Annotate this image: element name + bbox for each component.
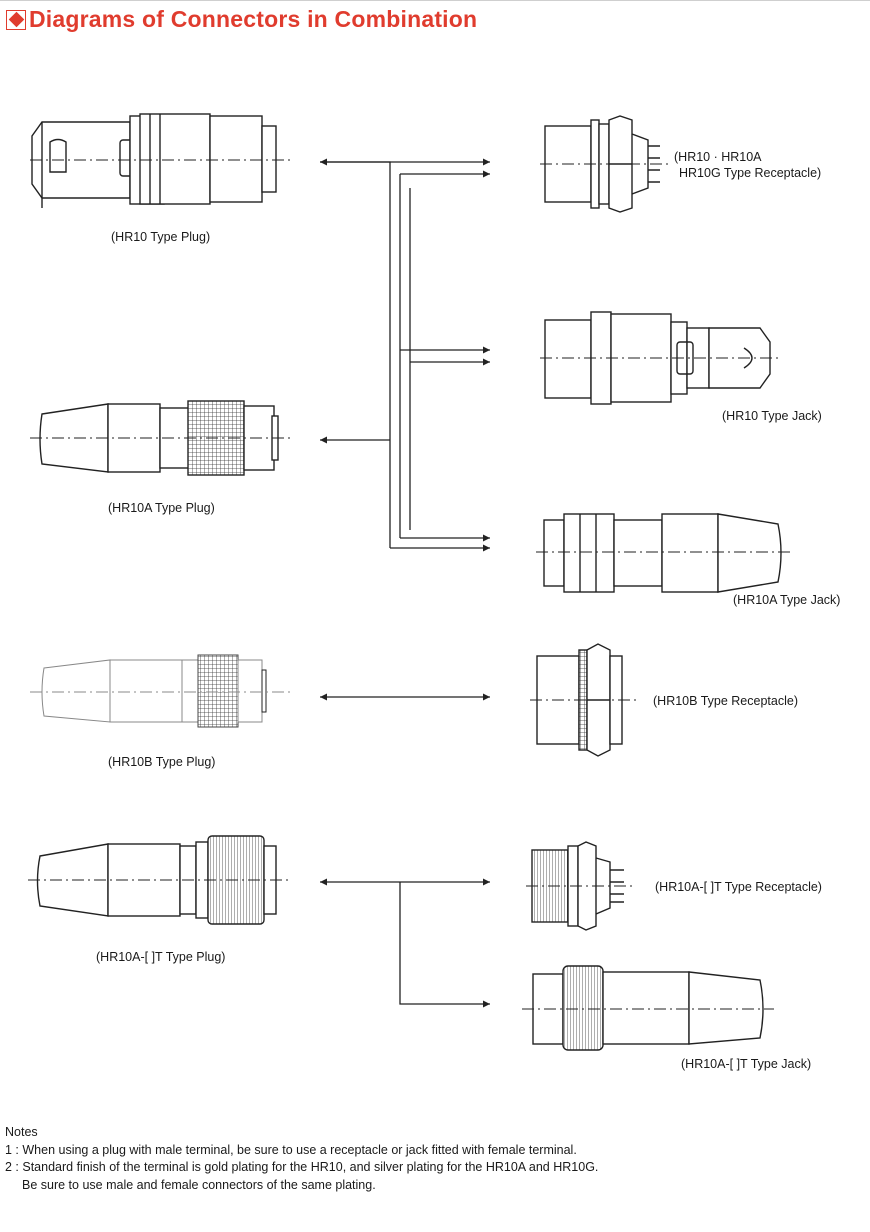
hr10at-jack-arrow xyxy=(399,882,490,1008)
hr10a-plug-label: (HR10A Type Plug) xyxy=(108,501,215,515)
top-border xyxy=(0,0,870,1)
diamond-bullet-icon xyxy=(6,9,26,30)
hr10b-plug-label: (HR10B Type Plug) xyxy=(108,755,215,769)
hr10-jack-drawing xyxy=(540,311,782,405)
notes-heading: Notes xyxy=(5,1125,38,1139)
hr10-receptacle-label-line2: HR10G Type Receptacle) xyxy=(679,166,821,180)
page-header: Diagrams of Connectors in Combination xyxy=(6,6,477,33)
hr10at-plug-drawing xyxy=(28,835,290,925)
hr10-receptacle-drawing xyxy=(540,115,672,213)
hr10at-receptacle-label: (HR10A-[ ]T Type Receptacle) xyxy=(655,880,822,894)
hr10-receptacle-label-line1: (HR10 · HR10A xyxy=(674,150,762,164)
hr10a-jack-label: (HR10A Type Jack) xyxy=(733,593,840,607)
hr10at-jack-drawing xyxy=(522,965,774,1051)
hr10at-jack-label: (HR10A-[ ]T Type Jack) xyxy=(681,1057,811,1071)
connection-lines xyxy=(320,158,490,1008)
hr10at-receptacle-drawing xyxy=(526,841,636,931)
notes-section: Notes 1 : When using a plug with male te… xyxy=(5,1124,865,1194)
hr10a-plug-drawing xyxy=(30,400,290,476)
hr10at-plug-label: (HR10A-[ ]T Type Plug) xyxy=(96,950,225,964)
note-2: 2 : Standard finish of the terminal is g… xyxy=(5,1160,599,1174)
page-title: Diagrams of Connectors in Combination xyxy=(29,6,478,32)
hr10b-receptacle-label: (HR10B Type Receptacle) xyxy=(653,694,798,708)
hr10-jack-label: (HR10 Type Jack) xyxy=(722,409,822,423)
bus-line-outer xyxy=(320,161,391,548)
hr10b-receptacle-drawing xyxy=(530,643,636,757)
hr10-plug-label: (HR10 Type Plug) xyxy=(111,230,210,244)
hr10b-plug-drawing xyxy=(30,654,290,728)
hr10a-jack-drawing xyxy=(536,513,792,593)
hr10-plug-drawing xyxy=(30,113,290,208)
note-1: 1 : When using a plug with male terminal… xyxy=(5,1142,577,1157)
note-2-continued: Be sure to use male and female connector… xyxy=(22,1177,376,1192)
